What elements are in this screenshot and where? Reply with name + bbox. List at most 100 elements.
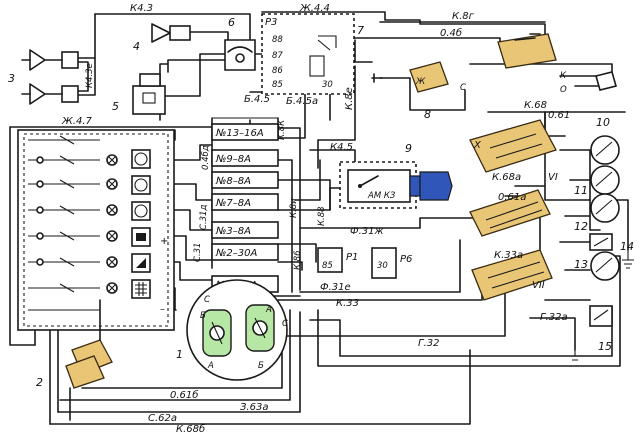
relay-block-bottom [61,85,79,103]
label-b45a: Б.4.5а [286,96,318,107]
label-k8k: К.8К [277,119,287,140]
label-s62a: С.62а [148,413,177,424]
callout-10: 10 [596,116,610,129]
callout-5: 5 [112,100,119,113]
relay-p1-pin: 85 [322,261,333,271]
label-zh44: Ж.4.4 [299,3,330,14]
relay-p1: 85 Р1 [317,247,358,273]
gauge-10: 10 [590,116,620,165]
callout-7: 7 [357,24,364,37]
gauge-14: 14 [590,240,634,281]
label-046: 0.4б [440,27,462,39]
fuse-6 [211,243,279,261]
component-8: Ж С К О 8 [371,33,617,121]
callout-2: 2 [36,376,43,389]
fuse-1 [211,123,279,141]
relay-pin-88: 88 [272,35,283,45]
label-k68b: К.68б [176,423,205,435]
ignition-label: АМ КЗ [367,191,396,201]
callout-13: 13 [574,258,588,271]
connector-8-right [497,33,557,69]
connector-x-label: X [473,140,482,151]
callout-4: 4 [133,40,140,53]
label-k68a: К.68а [492,172,521,183]
label-k8e: К.8е [344,87,355,110]
label-k45: К4.5 [330,142,353,153]
relay-p3-label: Р3 [265,17,277,28]
label-s31: С.31 [193,243,203,262]
fuse-label-5: №3–8А [215,226,251,237]
label-f31zh: Ф.31ж [350,226,384,237]
connector-vi: VI [469,172,558,237]
label-k8g: К.8г [452,11,475,22]
relay-pin-85: 85 [272,80,283,90]
relay-block-top [61,51,79,69]
connector-vi-label: VI [548,172,558,183]
connector-letter-k: К [560,71,567,81]
connector-vii: VII [471,249,553,301]
component-2-panel: + – Ж.4.7 2 [17,116,175,425]
fuse-2 [211,149,279,167]
callout-3: 3 [8,72,15,85]
connector-letter-c: С [460,83,466,93]
fuse-label-6: №2–30А [215,248,257,259]
connector-vii-label: VII [532,280,545,291]
relay-p6-label: Р6 [400,254,412,265]
switch-letter-a-top: А [265,305,272,315]
switch-letter-c: С [204,295,210,305]
connector-letter-o: О [560,85,567,95]
component-3: 3 [8,49,79,105]
label-046d: 0.4бд [201,145,211,170]
label-363a: З.63а [240,402,268,413]
fuse-label-4: №7–8А [215,198,251,209]
label-k8i: К.8и [289,198,299,218]
ignition-key-icon [419,171,453,201]
label-k33: К.33 [336,298,359,309]
callout-1: 1 [176,348,183,361]
label-k88: К.88 [317,206,327,226]
callout-14: 14 [620,240,634,253]
relay-p1-label: Р1 [346,252,358,263]
relay-p6-pin: 30 [377,261,388,271]
fuse-3 [211,171,279,189]
callout-6: 6 [228,16,235,29]
ignition-key-base [409,175,421,197]
label-k68: К.68 [524,100,547,111]
label-k43: К4.3 [130,3,153,14]
panel-lamps [106,154,118,294]
connector-x: X [469,119,557,173]
fuse-5 [211,221,279,239]
switch-letter-c-right: С [282,319,288,329]
panel-indicators [131,149,151,299]
label-061a: 0.61а [498,192,526,203]
switch-letter-b-top: Б [200,311,206,321]
panel-minus-sign: – [160,304,165,315]
relay-pin-86: 86 [272,66,283,76]
label-f31e: Ф.31е [320,282,351,293]
label-k33a: К.33а [494,250,523,261]
callout-12: 12 [574,220,588,233]
label-s31d: С.31д [199,205,209,230]
fuse-label-1: №13–16А [215,128,264,139]
gauge-11: 11 [574,165,620,197]
label-061b: 0.61б [170,389,198,401]
callout-8: 8 [424,108,431,121]
component-1-light-switch: Б А А Б С С 1 [176,279,288,381]
panel-switch-rows [28,135,100,311]
component-7-relay-p3: Р3 Ж.4.4 88 87 86 85 30 7 [261,3,364,95]
label-k43e: К4.3е [85,63,95,88]
relay-pin-30: 30 [322,80,333,90]
component-5: 5 [112,73,166,115]
gauge-12: 12 [574,193,620,233]
label-061: 0.61 [548,110,570,121]
label-g32: Г.32 [418,338,439,349]
fuse-4 [211,193,279,211]
component-4: 4 [133,23,191,53]
fuse-label-2: №9–8А [215,154,251,165]
connector-8-left [409,61,449,93]
switch-letter-a-bottom: А [207,361,214,371]
label-k86: К.86 [293,250,303,270]
label-b45: Б.4.5 [244,94,270,105]
sensor-13: 13 [574,233,613,271]
callout-11: 11 [574,184,588,197]
